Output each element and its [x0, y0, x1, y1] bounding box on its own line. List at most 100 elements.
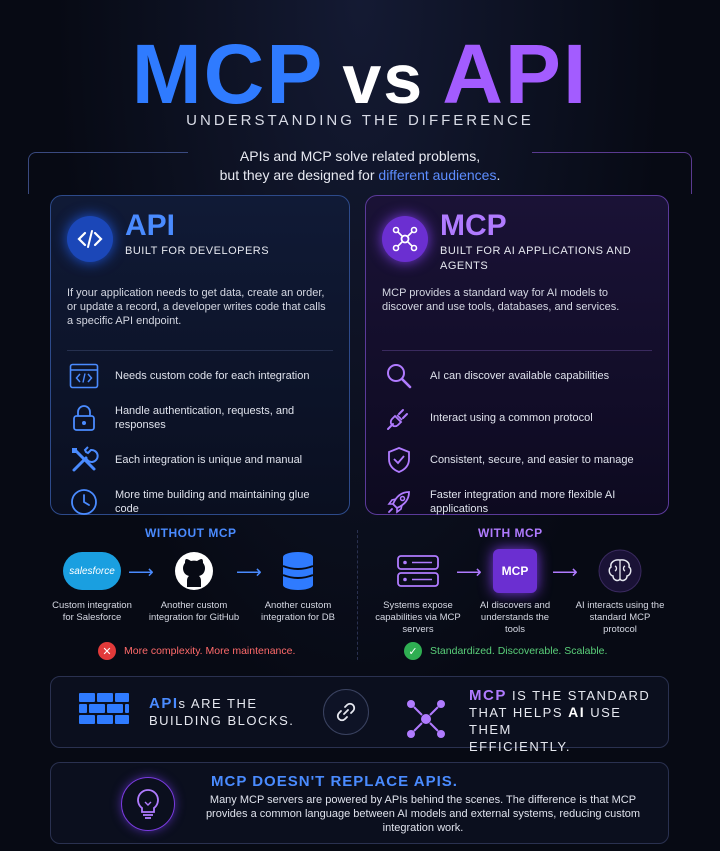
shield-icon	[382, 443, 416, 477]
github-icon	[144, 548, 244, 594]
api-strong: API	[149, 694, 179, 712]
code-window-icon	[67, 359, 101, 393]
clock-icon	[67, 485, 101, 519]
salesforce-logo: salesforce	[63, 552, 121, 590]
list-item: Handle authentication, requests, and res…	[67, 397, 333, 439]
database-icon	[256, 548, 340, 594]
node-text: AI discovers and understands the tools	[479, 600, 551, 635]
right-line-2-a: THAT HELPS	[469, 705, 569, 720]
code-icon	[67, 216, 113, 262]
left-line-2: BUILDING BLOCKS.	[149, 712, 295, 728]
without-mcp-status: ✕ More complexity. More maintenance.	[98, 642, 295, 660]
api-panel-title: API	[125, 209, 176, 242]
list-item: Interact using a common protocol	[382, 397, 652, 439]
with-mcp-label: WITH MCP	[478, 526, 543, 540]
arrow-right-icon: ⟶	[552, 562, 578, 582]
ai-brain-node: AI interacts using the standard MCP prot…	[574, 548, 666, 636]
plug-icon	[382, 401, 416, 435]
list-item-text: Interact using a common protocol	[430, 412, 593, 424]
api-panel-header: API BUILT FOR DEVELOPERS	[67, 210, 333, 280]
list-item: Each integration is unique and manual	[67, 439, 333, 481]
apis-building-blocks-text: APIs ARE THE BUILDING BLOCKS.	[149, 695, 294, 729]
server-stack-icon	[374, 548, 462, 594]
intro-line-1: APIs and MCP solve related problems,	[239, 148, 481, 164]
right-line-1: IS THE STANDARD	[506, 688, 651, 703]
intro-line-2-a: but they are designed for	[219, 167, 379, 183]
list-item-text: Faster integration and more flexible AI …	[430, 489, 616, 515]
intro-text: APIs and MCP solve related problems, but…	[0, 147, 720, 185]
list-item-text: AI can discover available capabilities	[430, 370, 610, 382]
right-line-3: EFFICIENTLY.	[469, 739, 572, 754]
bricks-icon	[77, 691, 131, 732]
arrow-right-icon: ⟶	[128, 562, 154, 582]
mcp-strong: MCP	[469, 687, 507, 704]
servers-node: Systems expose capabilities via MCP serv…	[374, 548, 462, 636]
title-vs: vs	[342, 40, 425, 118]
intro-line-2: but they are designed for different audi…	[0, 166, 720, 185]
mcp-panel-subtitle: BUILT FOR AI APPLICATIONS AND AGENTS	[440, 245, 632, 272]
intro-highlight: different audiences	[378, 167, 497, 183]
x-icon: ✕	[98, 642, 116, 660]
bar-left: APIs ARE THE BUILDING BLOCKS.	[77, 691, 294, 732]
flow-divider	[357, 530, 358, 660]
list-item-text: Handle authentication, requests, and res…	[115, 405, 295, 431]
list-item: Faster integration and more flexible AI …	[382, 481, 652, 523]
magnifier-icon	[382, 359, 416, 393]
api-panel-description: If your application needs to get data, c…	[67, 287, 326, 327]
title-mcp: MCP	[131, 27, 325, 121]
node-text: Systems expose capabilities via MCP serv…	[375, 600, 461, 635]
intro-line-2-b: .	[496, 167, 501, 183]
arrow-right-icon: ⟶	[456, 562, 482, 582]
with-mcp-status: ✓ Standardized. Discoverable. Scalable.	[404, 642, 607, 660]
node-text: Another custom integration for DB	[261, 600, 335, 623]
list-item: AI can discover available capabilities	[382, 355, 652, 397]
brain-icon	[574, 548, 666, 594]
api-panel: API BUILT FOR DEVELOPERS If your applica…	[50, 195, 350, 515]
network-hub-icon	[382, 216, 428, 262]
mcp-panel-description: MCP provides a standard way for AI model…	[382, 287, 620, 313]
bottom-body: Many MCP servers are powered by APIs beh…	[205, 794, 641, 834]
list-item-text: Needs custom code for each integration	[115, 370, 310, 382]
node-text: Custom integration for Salesforce	[52, 600, 132, 623]
salesforce-node: salesforce Custom integration for Salesf…	[48, 548, 136, 624]
mcp-node: MCP AI discovers and understands the too…	[474, 548, 556, 636]
bottom-note: MCP DOESN'T REPLACE APIS. Many MCP serve…	[50, 762, 669, 844]
arrow-right-icon: ⟶	[236, 562, 262, 582]
list-item: Consistent, secure, and easier to manage	[382, 439, 652, 481]
github-node: Another custom integration for GitHub	[144, 548, 244, 624]
mcp-standard-text: MCP IS THE STANDARD THAT HELPS AI USE TH…	[469, 687, 668, 755]
mcp-badge: MCP	[493, 549, 537, 593]
list-item-text: Each integration is unique and manual	[115, 454, 303, 466]
api-panel-subtitle: BUILT FOR DEVELOPERS	[125, 245, 270, 257]
list-item: More time building and maintaining glue …	[67, 481, 333, 523]
building-blocks-bar: APIs ARE THE BUILDING BLOCKS. MCP IS THE…	[50, 676, 669, 754]
bracket-right	[532, 152, 692, 194]
list-item-text: More time building and maintaining glue …	[115, 489, 310, 515]
subtitle: UNDERSTANDING THE DIFFERENCE	[186, 112, 534, 129]
check-icon: ✓	[404, 642, 422, 660]
list-item: Needs custom code for each integration	[67, 355, 333, 397]
api-panel-divider	[67, 350, 333, 351]
status-text: Standardized. Discoverable. Scalable.	[430, 645, 608, 657]
bracket-left	[28, 152, 188, 194]
api-items: Needs custom code for each integration H…	[67, 355, 333, 523]
node-text: Another custom integration for GitHub	[148, 600, 240, 623]
ai-strong: AI	[568, 704, 586, 720]
link-icon	[323, 689, 369, 735]
mcp-panel-divider	[382, 350, 652, 351]
tools-icon	[67, 443, 101, 477]
node-text: AI interacts using the standard MCP prot…	[575, 600, 665, 635]
without-mcp-label: WITHOUT MCP	[145, 526, 237, 540]
status-text: More complexity. More maintenance.	[124, 645, 296, 657]
list-item-text: Consistent, secure, and easier to manage	[430, 454, 634, 466]
left-line-1: s ARE THE	[178, 695, 258, 711]
bottom-title: MCP DOESN'T REPLACE APIS.	[211, 773, 458, 790]
right-line-2-b: USE THEM	[469, 705, 622, 737]
mcp-panel-header: MCP BUILT FOR AI APPLICATIONS AND AGENTS	[382, 210, 652, 280]
lightbulb-icon	[121, 777, 175, 831]
title-api: API	[442, 27, 589, 121]
network-icon	[403, 696, 449, 747]
mcp-items: AI can discover available capabilities I…	[382, 355, 652, 523]
